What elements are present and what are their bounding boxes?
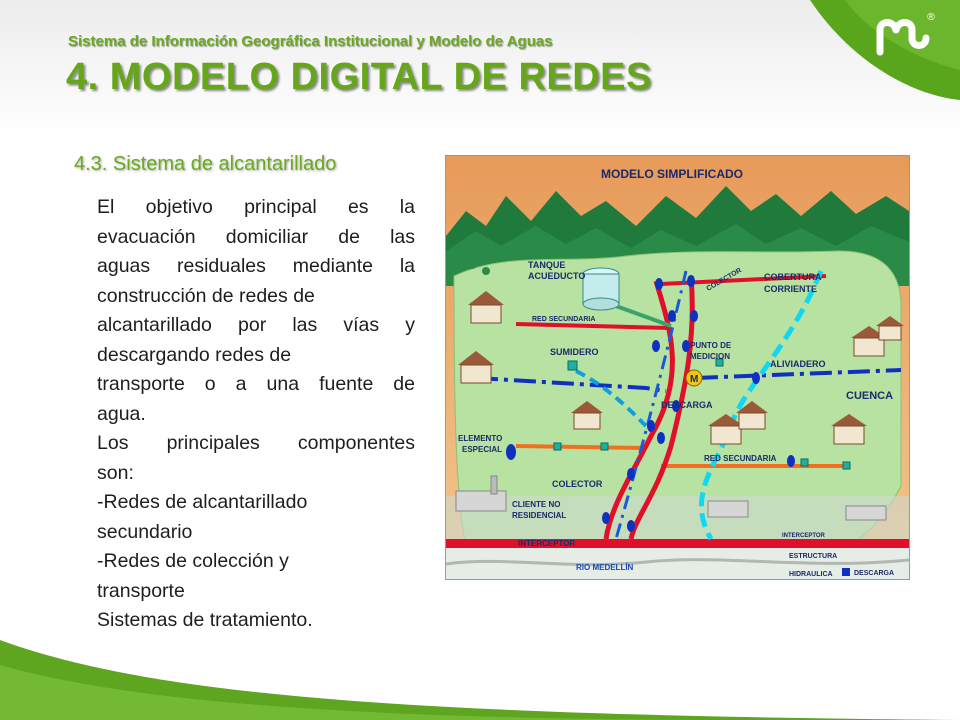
pipe-collector-right <box>628 275 695 540</box>
label-rio: RIO MEDELLÍN <box>576 563 634 572</box>
body-line: descargando redes de <box>97 343 292 366</box>
legend-descarga-square <box>842 568 850 576</box>
body-line: transporte o a una fuente de <box>97 373 415 395</box>
house-icon <box>736 401 768 430</box>
label-acueducto: ACUEDUCTO <box>528 271 585 281</box>
label-corriente: CORRIENTE <box>764 284 817 294</box>
body-line: alcantarillado por las vías y <box>97 314 415 336</box>
body-line: agua. <box>97 402 146 425</box>
sumidero-pipe <box>575 369 648 428</box>
label-colector: COLECTOR <box>552 479 603 489</box>
pipe-secondary-left <box>515 444 647 450</box>
corner-decoration-bottom <box>0 640 960 720</box>
label-punto-de: PUNTO DE <box>690 341 732 350</box>
label-cuenca: CUENCA <box>846 390 893 402</box>
label-descarga: DESCARGA <box>661 400 713 410</box>
label-elemento: ELEMENTO <box>458 434 502 443</box>
label-interceptor-small: INTERCEPTOR <box>782 533 826 539</box>
diagram-canvas: M MODELO SIMPLIFICADO TANQUE ACUEDUCTO R… <box>445 156 910 579</box>
registered-mark: ® <box>926 12 936 23</box>
body-line: evacuación domiciliar de las <box>97 225 415 248</box>
header-subtitle: Sistema de Información Geográfica Instit… <box>68 33 553 50</box>
label-interceptor: INTERCEPTOR <box>518 539 575 548</box>
body-line: secundario <box>97 520 193 543</box>
label-especial: ESPECIAL <box>462 445 502 454</box>
tank-pipe <box>615 304 672 328</box>
house-icon <box>571 401 603 430</box>
body-line: construcción de redes de <box>97 284 315 307</box>
sewer-model-diagram: M MODELO SIMPLIFICADO TANQUE ACUEDUCTO R… <box>445 155 910 580</box>
label-sumidero: SUMIDERO <box>550 347 599 357</box>
industrial-building-icon <box>455 475 887 521</box>
measurement-point-letter: M <box>690 374 698 385</box>
label-tanque: TANQUE <box>528 260 565 270</box>
label-red-secundaria-bottom: RED SECUNDARIA <box>704 454 777 463</box>
outlet-squares <box>553 358 851 470</box>
body-paragraph: El objetivo principal es la evacuación d… <box>97 193 415 636</box>
body-line: son: <box>97 461 134 484</box>
tank-bottom <box>582 297 620 311</box>
body-line: -Redes de alcantarillado <box>97 491 308 513</box>
house-icon <box>851 326 887 357</box>
label-cobertura: COBERTURA <box>764 272 822 282</box>
label-aliviadero: ALIVIADERO <box>770 359 826 369</box>
pipe-blue-right <box>695 368 902 380</box>
body-line: transporte <box>97 579 185 602</box>
body-line: Los principales componentes <box>97 432 415 454</box>
page-title: 4. MODELO DIGITAL DE REDES <box>66 56 652 98</box>
house-icon <box>876 316 904 341</box>
label-hidraulica: HIDRAULICA <box>789 571 833 578</box>
label-red-secundaria-top: RED SECUNDARIA <box>532 316 595 323</box>
river-line <box>445 558 910 567</box>
label-residencial: RESIDENCIAL <box>512 511 566 520</box>
manhole-nodes <box>506 275 795 532</box>
label-cliente-no: CLIENTE NO <box>512 500 560 509</box>
measurement-point-icon <box>685 369 703 387</box>
interceptor-pipe <box>446 539 909 548</box>
tree-icon <box>461 233 495 275</box>
house-icon <box>708 414 744 445</box>
diagram-title: MODELO SIMPLIFICADO <box>601 167 743 181</box>
body-line: -Redes de colección y <box>97 550 289 572</box>
body-line: aguas residuales mediante la <box>97 255 415 277</box>
label-medicion: MEDICION <box>690 352 730 361</box>
body-line: El objetivo principal es la <box>97 196 415 218</box>
house-icon <box>458 351 494 384</box>
section-heading: 4.3. Sistema de alcantarillado <box>74 153 337 175</box>
house-icon <box>468 291 504 324</box>
pipe-secondary-top <box>515 322 672 330</box>
body-line: Sistemas de tratamiento. <box>97 609 313 631</box>
house-icon <box>831 414 867 445</box>
corner-decoration-top-right <box>810 0 960 100</box>
m-logo-icon: ® <box>876 12 936 56</box>
header-background <box>0 0 960 140</box>
label-descarga-legend: DESCARGA <box>854 570 894 577</box>
pipe-blue-left <box>475 376 667 393</box>
city-strip <box>446 496 909 541</box>
label-estructura: ESTRUCTURA <box>789 553 837 560</box>
pipe-collector-left <box>603 280 675 540</box>
